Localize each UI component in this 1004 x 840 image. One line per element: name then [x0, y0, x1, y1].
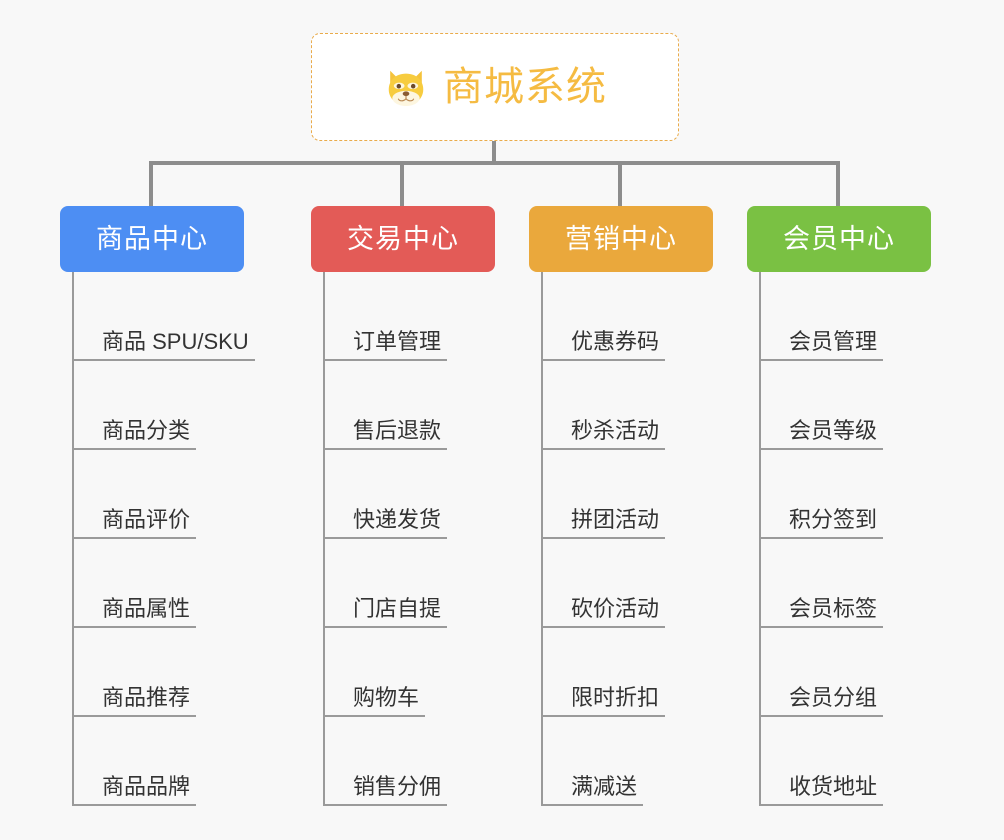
connector-drop-3 [618, 161, 622, 207]
leaf-list: 优惠券码 秒杀活动 拼团活动 砍价活动 限时折扣 满减送 [541, 272, 713, 806]
leaf-underline [761, 359, 883, 361]
leaf-item[interactable]: 购物车 [325, 628, 495, 717]
leaf-item[interactable]: 限时折扣 [543, 628, 713, 717]
root-node[interactable]: 商城系统 [311, 33, 679, 141]
leaf-label: 收货地址 [789, 774, 878, 799]
category-label: 会员中心 [783, 223, 895, 254]
leaf-label: 会员标签 [789, 596, 878, 621]
leaf-underline [325, 537, 447, 539]
leaf-item[interactable]: 会员标签 [761, 539, 931, 628]
leaf-underline [325, 715, 425, 717]
leaf-item[interactable]: 商品属性 [74, 539, 244, 628]
category-label: 商品中心 [96, 223, 208, 254]
leaf-label: 秒杀活动 [571, 418, 660, 443]
leaf-underline [543, 804, 643, 806]
leaf-item[interactable]: 优惠券码 [543, 272, 713, 361]
leaf-item[interactable]: 秒杀活动 [543, 361, 713, 450]
connector-horizontal-bus [149, 161, 840, 165]
leaf-item[interactable]: 商品品牌 [74, 717, 244, 806]
category-header-product-center[interactable]: 商品中心 [60, 206, 244, 272]
leaf-item[interactable]: 商品 SPU/SKU [74, 272, 255, 361]
category-label: 营销中心 [565, 223, 677, 254]
dog-face-icon [388, 70, 424, 106]
leaf-item[interactable]: 快递发货 [325, 450, 495, 539]
leaf-item[interactable]: 商品推荐 [74, 628, 244, 717]
leaf-label: 砍价活动 [571, 596, 660, 621]
leaf-label: 满减送 [571, 774, 638, 799]
leaf-underline [74, 448, 196, 450]
category-label: 交易中心 [347, 223, 459, 254]
connector-drop-4 [836, 161, 840, 207]
leaf-label: 商品 SPU/SKU [102, 329, 249, 354]
leaf-underline [761, 804, 883, 806]
leaf-underline [74, 715, 196, 717]
leaf-underline [74, 537, 196, 539]
leaf-item[interactable]: 售后退款 [325, 361, 495, 450]
leaf-item[interactable]: 会员分组 [761, 628, 931, 717]
leaf-list: 订单管理 售后退款 快递发货 门店自提 购物车 销售分佣 [323, 272, 495, 806]
leaf-item[interactable]: 订单管理 [325, 272, 495, 361]
leaf-item[interactable]: 满减送 [543, 717, 713, 806]
leaf-list: 商品 SPU/SKU 商品分类 商品评价 商品属性 商品推荐 商品品牌 [72, 272, 255, 806]
leaf-underline [325, 626, 447, 628]
leaf-item[interactable]: 门店自提 [325, 539, 495, 628]
leaf-label: 商品品牌 [102, 774, 191, 799]
leaf-label: 积分签到 [789, 507, 878, 532]
leaf-label: 商品属性 [102, 596, 191, 621]
leaf-label: 门店自提 [353, 596, 442, 621]
column-product-center: 商品中心 商品 SPU/SKU 商品分类 商品评价 商品属性 商品推荐 [60, 206, 255, 806]
leaf-underline [543, 537, 665, 539]
leaf-item[interactable]: 拼团活动 [543, 450, 713, 539]
leaf-label: 会员管理 [789, 329, 878, 354]
leaf-label: 快递发货 [353, 507, 442, 532]
leaf-item[interactable]: 商品分类 [74, 361, 244, 450]
leaf-label: 售后退款 [353, 418, 442, 443]
leaf-label: 限时折扣 [571, 685, 660, 710]
leaf-underline [74, 804, 196, 806]
leaf-underline [325, 359, 447, 361]
leaf-underline [761, 448, 883, 450]
leaf-underline [325, 804, 447, 806]
leaf-item[interactable]: 会员等级 [761, 361, 931, 450]
leaf-underline [761, 715, 883, 717]
category-header-member-center[interactable]: 会员中心 [747, 206, 931, 272]
leaf-underline [74, 626, 196, 628]
leaf-underline [74, 359, 255, 361]
leaf-underline [761, 537, 883, 539]
leaf-label: 商品分类 [102, 418, 191, 443]
column-member-center: 会员中心 会员管理 会员等级 积分签到 会员标签 会员分组 [747, 206, 931, 806]
leaf-list: 会员管理 会员等级 积分签到 会员标签 会员分组 收货地址 [759, 272, 931, 806]
column-marketing-center: 营销中心 优惠券码 秒杀活动 拼团活动 砍价活动 限时折扣 [529, 206, 713, 806]
connector-drop-1 [149, 161, 153, 207]
leaf-label: 商品评价 [102, 507, 191, 532]
category-header-trade-center[interactable]: 交易中心 [311, 206, 495, 272]
category-header-marketing-center[interactable]: 营销中心 [529, 206, 713, 272]
leaf-label: 会员等级 [789, 418, 878, 443]
leaf-label: 销售分佣 [353, 774, 442, 799]
leaf-item[interactable]: 会员管理 [761, 272, 931, 361]
connector-root-stem [492, 141, 496, 163]
leaf-label: 拼团活动 [571, 507, 660, 532]
leaf-label: 商品推荐 [102, 685, 191, 710]
leaf-underline [543, 715, 665, 717]
connector-drop-2 [400, 161, 404, 207]
leaf-item[interactable]: 销售分佣 [325, 717, 495, 806]
leaf-label: 购物车 [353, 685, 420, 710]
leaf-underline [543, 448, 665, 450]
leaf-underline [543, 626, 665, 628]
leaf-underline [543, 359, 665, 361]
leaf-item[interactable]: 商品评价 [74, 450, 244, 539]
leaf-label: 优惠券码 [571, 329, 660, 354]
leaf-label: 会员分组 [789, 685, 878, 710]
leaf-underline [761, 626, 883, 628]
leaf-label: 订单管理 [353, 329, 442, 354]
leaf-item[interactable]: 砍价活动 [543, 539, 713, 628]
leaf-underline [325, 448, 447, 450]
root-title: 商城系统 [443, 65, 607, 109]
column-trade-center: 交易中心 订单管理 售后退款 快递发货 门店自提 购物车 [311, 206, 495, 806]
leaf-item[interactable]: 积分签到 [761, 450, 931, 539]
leaf-item[interactable]: 收货地址 [761, 717, 931, 806]
